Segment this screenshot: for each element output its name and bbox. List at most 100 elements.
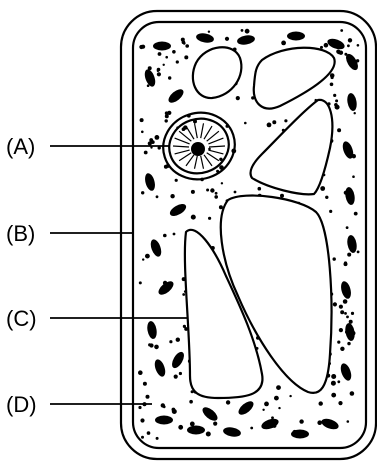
granule-dot [163, 64, 165, 66]
granule-dot [347, 420, 350, 423]
granule-dot [276, 385, 281, 390]
nucleus-strand [175, 138, 190, 144]
nucleolus [191, 142, 205, 156]
granule-dot [244, 122, 247, 125]
granule-dot [351, 312, 354, 315]
granule-dot [274, 396, 279, 401]
chloroplast [155, 416, 173, 425]
chloroplast [287, 32, 305, 41]
granule-dot [156, 195, 159, 198]
granule-dot [183, 325, 186, 328]
granule-dot [146, 395, 150, 399]
chloroplast [339, 280, 352, 300]
granule-dot [158, 52, 162, 56]
granule-dot [175, 179, 178, 182]
granule-dot [170, 194, 174, 198]
granule-dot [176, 60, 179, 63]
granule-dot [141, 131, 144, 134]
label-c: (C) [6, 306, 37, 331]
nucleus-strand [209, 146, 225, 147]
granule-dot [344, 312, 347, 315]
granule-dot [156, 437, 159, 440]
granule-dot [331, 76, 334, 79]
granule-dot [338, 401, 342, 405]
granule-dot [172, 50, 176, 54]
granule-dot [168, 76, 171, 79]
granule-dot [182, 127, 186, 131]
granule-dot [191, 215, 196, 220]
granule-dot [347, 253, 351, 257]
nucleus-strand [208, 150, 223, 154]
granule-dot [163, 234, 167, 238]
chloroplast [344, 322, 356, 341]
granule-dot [165, 119, 168, 122]
granule-dot [225, 37, 229, 41]
granule-dot [189, 400, 193, 404]
granule-dot [184, 55, 188, 59]
chloroplast [200, 405, 220, 423]
granule-dot [208, 31, 210, 33]
granule-dot [179, 372, 182, 375]
granule-dot [278, 407, 280, 409]
granule-dot [169, 340, 172, 343]
granule-dot [141, 45, 145, 49]
granule-dot [340, 347, 344, 351]
granule-dot [142, 258, 144, 260]
chloroplast [222, 426, 241, 438]
granule-dot [357, 44, 360, 47]
granule-dot [206, 432, 211, 437]
granule-dot [324, 43, 329, 48]
chloroplast [320, 417, 340, 432]
granule-dot [347, 44, 350, 47]
granule-dot [149, 138, 153, 142]
granule-dot [343, 299, 348, 304]
chloroplast [187, 426, 205, 435]
nucleus-strand [201, 156, 204, 169]
granule-dot [161, 403, 165, 407]
granule-dot [333, 257, 336, 260]
granule-dot [272, 120, 276, 124]
label-d: (D) [6, 392, 37, 417]
granule-dot [148, 343, 151, 346]
granule-dot [344, 262, 348, 266]
granule-dot [267, 123, 272, 128]
granule-dot [144, 151, 148, 155]
granule-dot [148, 141, 152, 145]
granule-dot [289, 395, 291, 397]
chloroplast [326, 37, 346, 52]
granule-dot [139, 281, 142, 284]
granule-dot [191, 190, 195, 194]
granule-dot [140, 418, 144, 422]
nucleus-strand [186, 155, 194, 166]
granule-dot [329, 210, 332, 213]
granule-dot [174, 375, 178, 379]
chloroplast [153, 42, 171, 51]
granule-dot [157, 72, 161, 76]
granule-dot [346, 226, 349, 229]
granule-dot [173, 233, 176, 236]
granule-dot [236, 96, 240, 100]
granule-dot [221, 182, 223, 184]
granule-dot [176, 338, 180, 342]
granule-dot [337, 128, 341, 132]
vacuole-right-triangle [250, 100, 332, 194]
chloroplast [143, 172, 156, 192]
granule-dot [190, 422, 195, 427]
granule-dot [215, 192, 218, 195]
granule-dot [138, 370, 143, 375]
nucleus-strand [204, 155, 212, 166]
nucleus-strand [208, 138, 223, 144]
granule-dot [339, 305, 343, 309]
granule-dot [281, 41, 286, 46]
granule-dot [340, 310, 344, 314]
granule-dot [206, 189, 209, 192]
granule-dot [172, 409, 177, 414]
granule-dot [354, 112, 356, 114]
granule-dot [334, 103, 338, 107]
chloroplast [236, 399, 256, 417]
chloroplast [339, 362, 354, 382]
granule-dot [208, 217, 211, 220]
chloroplast [166, 87, 186, 105]
chloroplast [260, 417, 280, 432]
nucleus-strand [195, 123, 198, 138]
